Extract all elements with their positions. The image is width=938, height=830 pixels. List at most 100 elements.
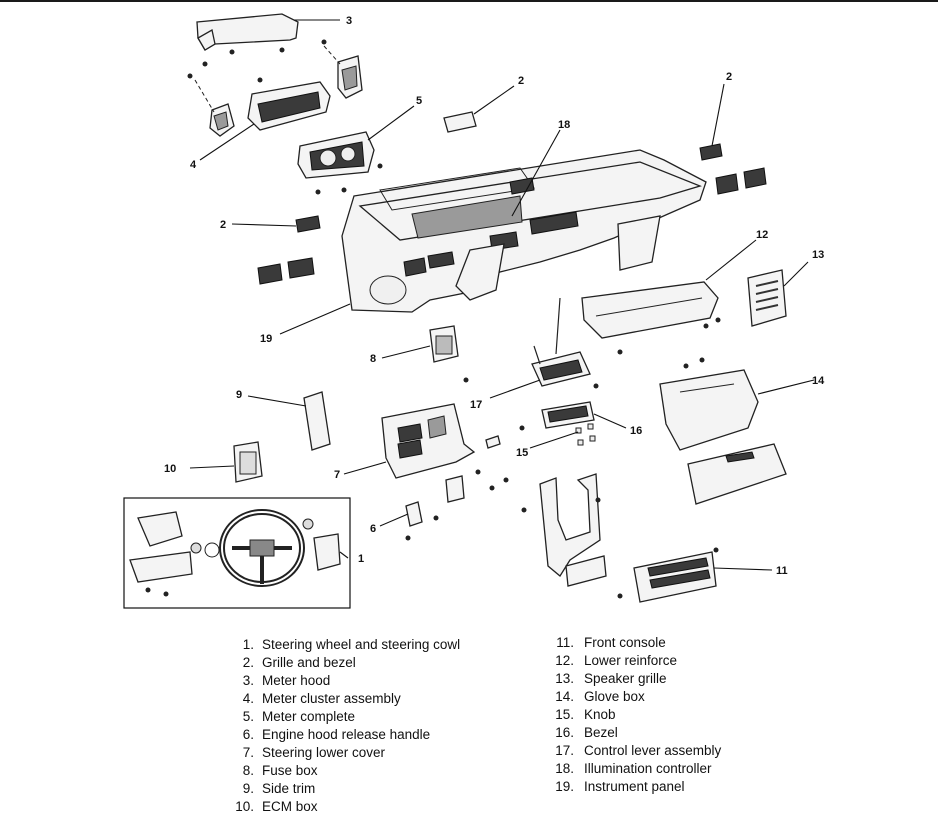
legend-num: 9. bbox=[242, 781, 254, 796]
leader-lines bbox=[189, 19, 815, 571]
callout-14: 14 bbox=[812, 375, 825, 387]
legend-label: Steering wheel and steering cowl bbox=[262, 637, 461, 652]
callout-13: 13 bbox=[812, 249, 824, 261]
fuse-box bbox=[429, 325, 469, 383]
legend-left-column: 1. Steering wheel and steering cowl 2.Gri… bbox=[228, 636, 460, 816]
legend-label: Meter complete bbox=[262, 709, 356, 724]
legend-num: 2. bbox=[242, 655, 254, 670]
legend-num: 12. bbox=[555, 653, 574, 668]
top-border-line bbox=[0, 0, 938, 2]
legend-item: 18. Illumination controller bbox=[548, 760, 721, 778]
meter-cluster-assembly bbox=[187, 39, 363, 137]
callout-4: 4 bbox=[190, 159, 197, 171]
legend-num: 14. bbox=[555, 689, 574, 704]
legend-item: 2.Grille and bezel bbox=[228, 654, 460, 672]
side-trim bbox=[303, 391, 331, 451]
exploded-diagram: 3 4 5 2 2 18 2 19 12 13 8 9 10 17 14 16 … bbox=[123, 13, 825, 609]
legend-item: 19. Instrument panel bbox=[548, 778, 721, 796]
callout-3: 3 bbox=[346, 15, 352, 27]
legend-label: Steering lower cover bbox=[262, 745, 386, 760]
legend-label: Front console bbox=[584, 635, 666, 650]
legend-num: 18. bbox=[555, 761, 574, 776]
engine-hood-release-handle bbox=[405, 501, 439, 541]
meter-complete bbox=[297, 131, 383, 195]
legend-item: 16. Bezel bbox=[548, 724, 721, 742]
instrument-panel bbox=[341, 149, 707, 313]
legend-item: 8. Fuse box bbox=[228, 762, 460, 780]
lower-reinforce bbox=[581, 281, 721, 355]
grille-and-bezel bbox=[257, 111, 767, 285]
control-lever-assembly bbox=[531, 297, 599, 389]
legend-item: 6. Engine hood release handle bbox=[228, 726, 460, 744]
legend-item: 9. Side trim bbox=[228, 780, 460, 798]
callout-7: 7 bbox=[334, 469, 340, 481]
legend-num: 11. bbox=[556, 635, 574, 650]
callout-2b: 2 bbox=[726, 71, 732, 83]
legend-num: 6. bbox=[242, 727, 254, 742]
callout-19: 19 bbox=[260, 333, 272, 345]
bezel bbox=[519, 401, 595, 431]
callout-8: 8 bbox=[370, 353, 376, 365]
ecm-box bbox=[233, 441, 263, 483]
legend-item: 10. ECM box bbox=[228, 798, 460, 816]
legend-label: Meter cluster assembly bbox=[262, 691, 401, 706]
legend-item: 15. Knob bbox=[548, 706, 721, 724]
legend-num: 3. bbox=[242, 673, 254, 688]
legend-item: 4. Meter cluster assembly bbox=[228, 690, 460, 708]
legend-num: 1. bbox=[242, 637, 254, 652]
legend-label: ECM box bbox=[262, 799, 318, 814]
legend-num: 7. bbox=[242, 745, 254, 760]
legend-label: Instrument panel bbox=[584, 779, 685, 794]
callout-labels: 3 4 5 2 2 18 2 19 12 13 8 9 10 17 14 16 … bbox=[164, 15, 825, 577]
legend-label: Lower reinforce bbox=[584, 653, 678, 668]
callout-11: 11 bbox=[776, 565, 788, 577]
legend-item: 14. Glove box bbox=[548, 688, 721, 706]
legend-right-column: 11. Front console 12. Lower reinforce 13.S… bbox=[548, 634, 721, 796]
legend-label: Engine hood release handle bbox=[262, 727, 431, 742]
legend-num: 5. bbox=[242, 709, 254, 724]
legend-label: Illumination controller bbox=[584, 761, 712, 776]
callout-10: 10 bbox=[164, 463, 176, 475]
legend-label: Meter hood bbox=[262, 673, 331, 688]
callout-5: 5 bbox=[416, 95, 422, 107]
legend-item: 1. Steering wheel and steering cowl bbox=[228, 636, 460, 654]
console-bracket bbox=[521, 473, 607, 587]
legend-num: 13. bbox=[555, 671, 574, 686]
steering-lower-cover bbox=[381, 403, 509, 503]
legend-item: 13.Speaker grille bbox=[548, 670, 721, 688]
legend-label: Control lever assembly bbox=[584, 743, 722, 758]
callout-16: 16 bbox=[630, 425, 642, 437]
legend-num: 16. bbox=[555, 725, 574, 740]
callout-6: 6 bbox=[370, 523, 376, 535]
steering-wheel-inset bbox=[123, 497, 351, 609]
legend-num: 4. bbox=[242, 691, 254, 706]
front-console bbox=[617, 547, 719, 603]
callout-2c: 2 bbox=[220, 219, 226, 231]
legend-item: 7. Steering lower cover bbox=[228, 744, 460, 762]
legend-item: 5. Meter complete bbox=[228, 708, 460, 726]
knob bbox=[575, 423, 596, 446]
legend-num: 19. bbox=[555, 779, 574, 794]
callout-12: 12 bbox=[756, 229, 768, 241]
callout-2a: 2 bbox=[518, 75, 524, 87]
legend-label: Side trim bbox=[262, 781, 316, 796]
legend-label: Bezel bbox=[584, 725, 618, 740]
legend-num: 10. bbox=[235, 799, 254, 814]
legend-label: Fuse box bbox=[262, 763, 318, 778]
callout-15: 15 bbox=[516, 447, 528, 459]
callout-9: 9 bbox=[236, 389, 242, 401]
speaker-grille bbox=[747, 269, 787, 327]
legend-item: 17. Control lever assembly bbox=[548, 742, 721, 760]
legend-num: 15. bbox=[555, 707, 574, 722]
legend-label: Glove box bbox=[584, 689, 645, 704]
legend-label: Knob bbox=[584, 707, 616, 722]
legend-item: 3. Meter hood bbox=[228, 672, 460, 690]
legend-item: 11. Front console bbox=[548, 634, 721, 652]
legend-num: 17. bbox=[555, 743, 574, 758]
meter-hood bbox=[196, 13, 299, 67]
legend-item: 12. Lower reinforce bbox=[548, 652, 721, 670]
legend-num: 8. bbox=[242, 763, 254, 778]
callout-18: 18 bbox=[558, 119, 570, 131]
glove-box bbox=[659, 357, 787, 505]
callout-1: 1 bbox=[358, 553, 364, 565]
